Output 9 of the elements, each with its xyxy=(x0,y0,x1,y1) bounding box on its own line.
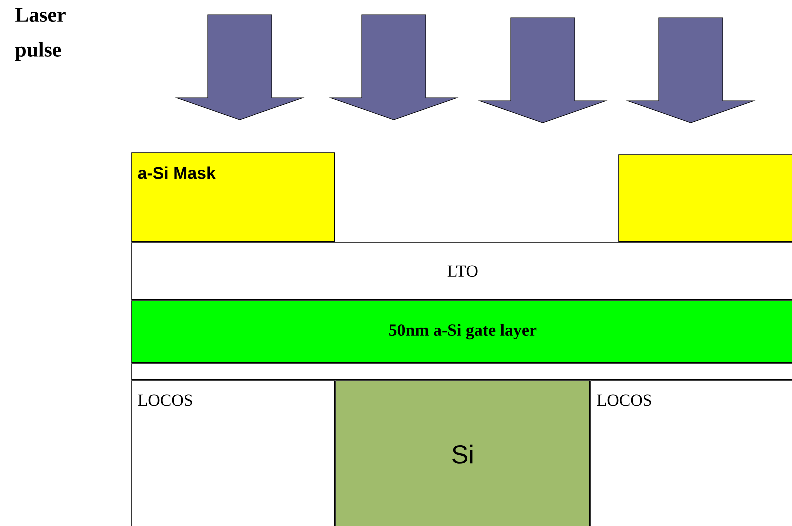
thin-layer xyxy=(132,364,792,380)
locos-region: LOCOS xyxy=(590,380,792,526)
silicon-region: Si xyxy=(336,380,590,526)
locos-region: LOCOS xyxy=(132,380,336,526)
mask-block: a-Si Mask xyxy=(132,152,336,242)
oxide-layer: LTO xyxy=(132,242,792,300)
laser-label: Laser pulse xyxy=(15,8,66,62)
gate-layer: 50nm a-Si gate layer xyxy=(132,300,792,364)
mask-block xyxy=(618,154,792,242)
